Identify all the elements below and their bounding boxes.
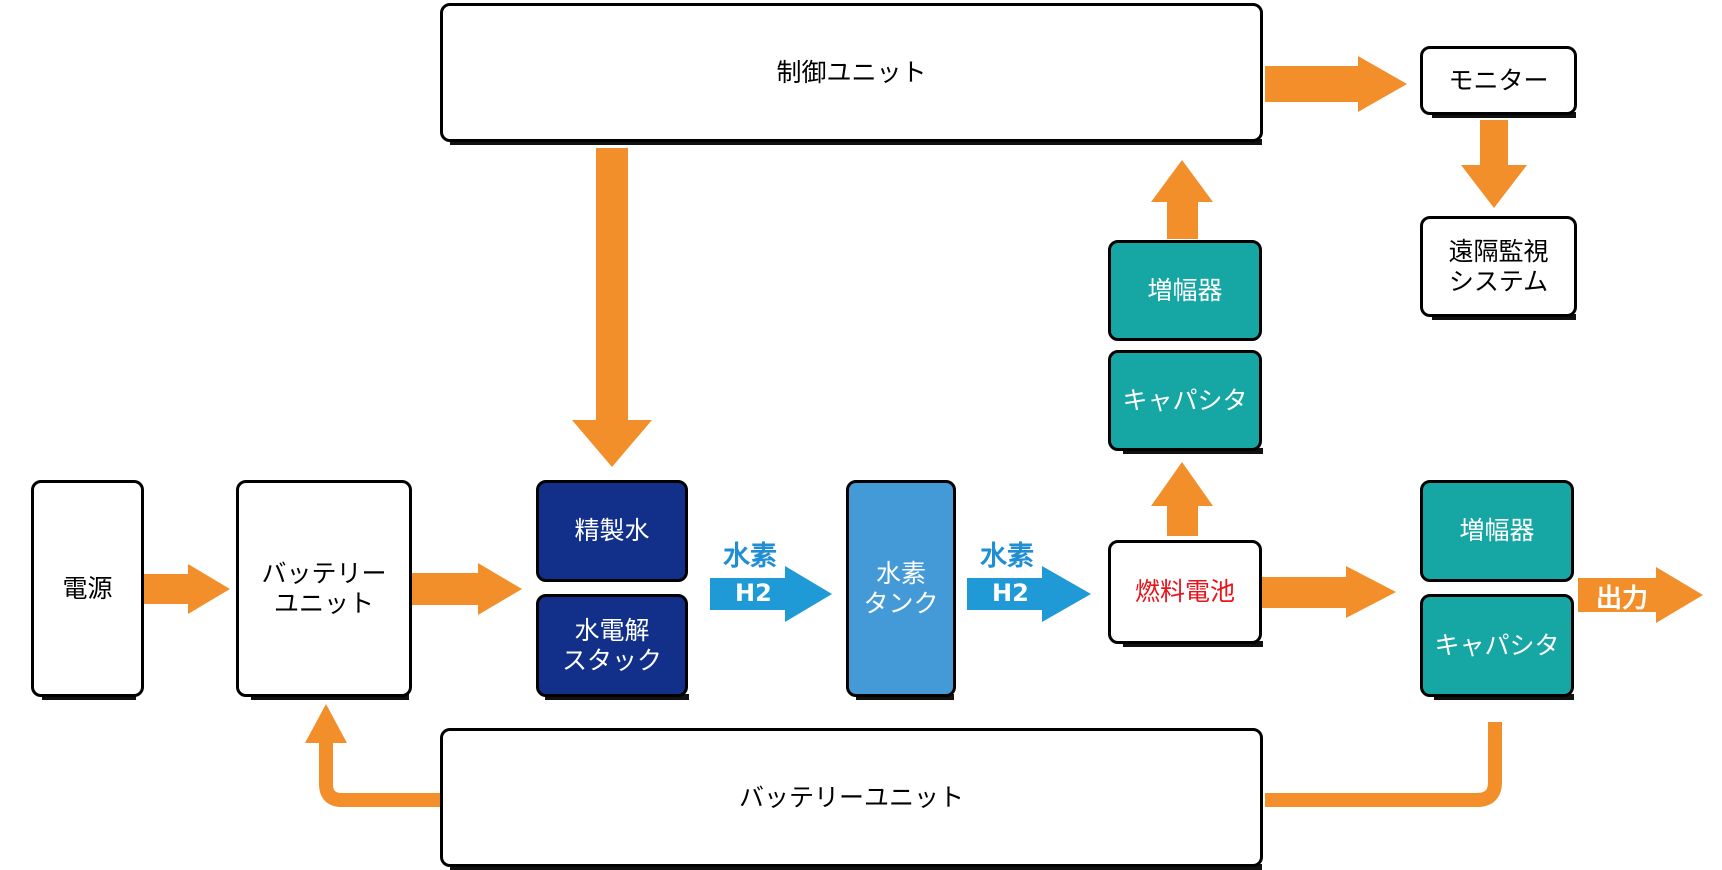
arrow-hydrogen-2: [967, 566, 1091, 622]
arrow-monitor-to-remote: [1461, 120, 1527, 208]
hydrogen-tank-block: 水素 タンク: [846, 480, 956, 697]
monitor-block: モニター: [1420, 46, 1577, 115]
power-source-block: 電源: [31, 480, 144, 697]
battery-bottom-shadow: [450, 864, 1262, 870]
hydrogen-label-2: 水素: [980, 541, 1034, 572]
power-source-shadow: [42, 694, 136, 700]
arrow-power-to-battery: [144, 564, 230, 614]
remote-monitoring-block: 遠隔監視 システム: [1420, 216, 1577, 317]
arrow-control-to-water: [572, 148, 652, 467]
arrow-bottom-battery-return-head: [305, 704, 347, 743]
control-unit-shadow: [450, 139, 1262, 145]
capacitor-right-block: キャパシタ: [1420, 594, 1574, 697]
hydrogen-formula-1: H2: [735, 579, 772, 607]
capacitor-right-shadow: [1434, 694, 1574, 700]
amplifier-upper-block: 増幅器: [1108, 240, 1262, 341]
arrow-bottom-battery-return: [319, 740, 440, 807]
control-unit-block: 制御ユニット: [440, 3, 1263, 142]
amplifier-right-block: 増幅器: [1420, 480, 1574, 582]
hydrogen-label-1: 水素: [723, 541, 777, 572]
electrolysis-stack-block: 水電解 スタック: [536, 594, 688, 697]
line-capacitor-to-bottom-battery: [1265, 722, 1502, 807]
arrow-amplifier-to-control: [1151, 160, 1213, 239]
monitor-shadow: [1432, 112, 1576, 118]
battery-left-shadow: [251, 694, 409, 700]
arrow-output: [1578, 567, 1703, 623]
fuel-cell-block: 燃料電池: [1108, 540, 1262, 644]
tank-shadow: [856, 694, 954, 700]
arrow-control-to-monitor: [1265, 56, 1407, 112]
remote-monitoring-shadow: [1432, 314, 1576, 320]
hydrogen-formula-2: H2: [992, 579, 1029, 607]
capacitor-upper-shadow: [1123, 448, 1263, 454]
battery-unit-left-block: バッテリー ユニット: [236, 480, 412, 697]
arrow-fuelcell-to-capacitor: [1151, 462, 1213, 536]
battery-unit-bottom-block: バッテリーユニット: [440, 728, 1263, 867]
arrow-battery-to-stack: [412, 563, 522, 615]
stack-shadow: [545, 694, 689, 700]
fuel-cell-shadow: [1123, 641, 1263, 647]
arrow-fuelcell-to-output-block: [1262, 566, 1396, 618]
arrow-hydrogen-1: [710, 566, 832, 622]
capacitor-upper-block: キャパシタ: [1108, 350, 1262, 451]
output-label: 出力: [1596, 584, 1649, 614]
purified-water-block: 精製水: [536, 480, 688, 582]
